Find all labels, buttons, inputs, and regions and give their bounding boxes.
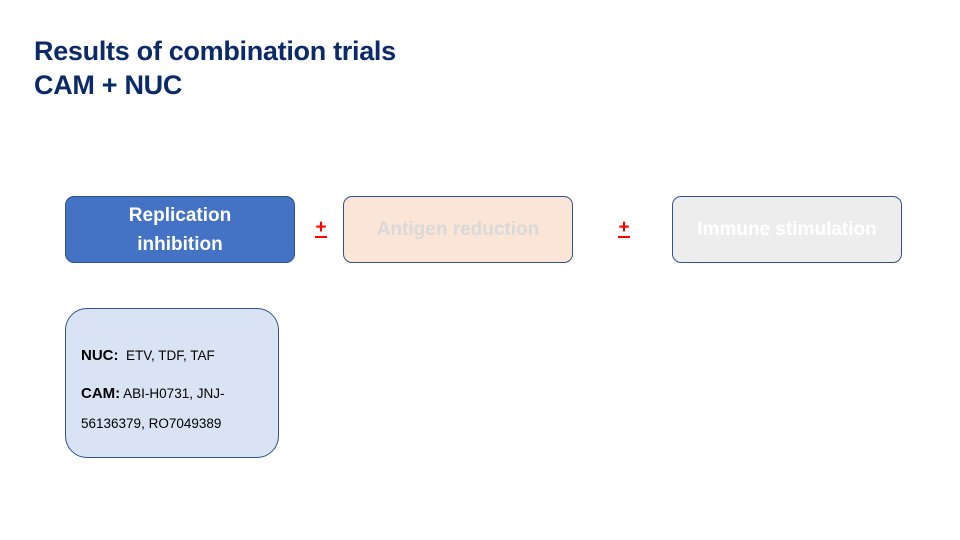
title-line-2: CAM + NUC bbox=[34, 70, 183, 100]
nuc-value: ETV, TDF, TAF bbox=[126, 348, 215, 363]
cam-value: ABI-H0731, JNJ-56136379, RO7049389 bbox=[81, 386, 225, 431]
plus-minus-operator-2: + bbox=[618, 217, 630, 238]
immune-stimulation-box: Immune stimulation bbox=[672, 196, 902, 263]
slide-title: Results of combination trials CAM + NUC bbox=[34, 34, 396, 102]
cam-label: CAM: bbox=[81, 385, 121, 402]
cam-row: CAM: ABI-H0731, JNJ-56136379, RO7049389 bbox=[81, 379, 271, 439]
nuc-label: NUC: bbox=[81, 347, 119, 364]
antigen-reduction-label: Antigen reduction bbox=[376, 219, 540, 240]
title-line-1: Results of combination trials bbox=[34, 36, 396, 66]
immune-stimulation-label: Immune stimulation bbox=[697, 219, 877, 240]
replication-label-line-1: Replication bbox=[128, 204, 232, 226]
nuc-row: NUC: ETV, TDF, TAF bbox=[81, 347, 215, 364]
replication-inhibition-box: Replication inhibition bbox=[65, 196, 295, 263]
drug-detail-box: NUC: ETV, TDF, TAF CAM: ABI-H0731, JNJ-5… bbox=[65, 308, 279, 458]
plus-minus-operator-1: + bbox=[315, 217, 327, 238]
replication-label-line-2: inhibition bbox=[137, 233, 223, 255]
antigen-reduction-box: Antigen reduction bbox=[343, 196, 573, 263]
